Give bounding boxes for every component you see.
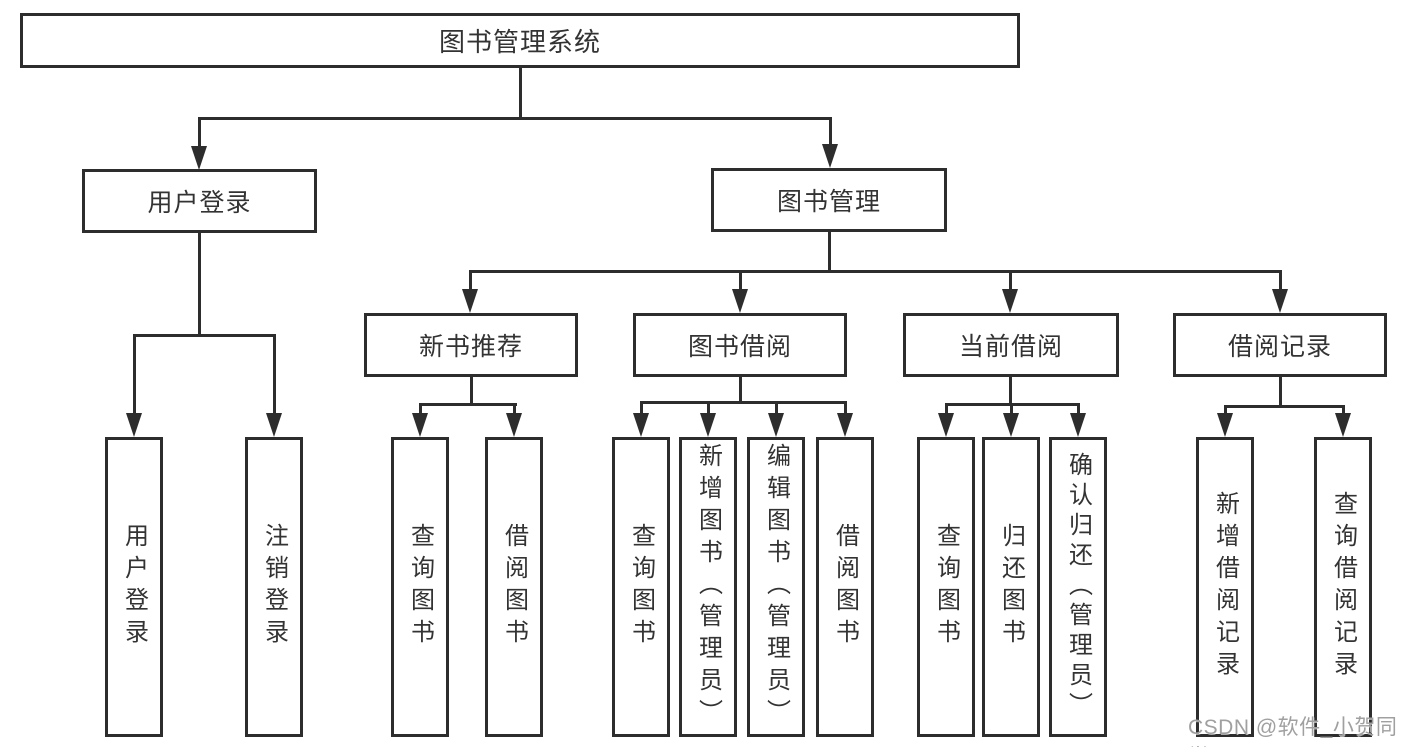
connector-line — [639, 401, 847, 404]
connector-line — [468, 270, 1282, 273]
connector-line — [1009, 403, 1013, 420]
connector-line — [1008, 377, 1012, 406]
node-library-management-system: 图书管理系统 — [20, 13, 1020, 68]
arrow-down-icon — [700, 413, 716, 437]
connector-line — [418, 403, 517, 406]
node-user-login: 用户登录 — [82, 169, 317, 233]
arrow-down-icon — [822, 144, 838, 168]
connector-line — [706, 401, 710, 420]
connector-line — [738, 377, 742, 404]
leaf-label: 归还图书 — [997, 523, 1025, 651]
node-label: 新书推荐 — [418, 333, 523, 361]
node-borrowing-records: 借阅记录 — [1173, 313, 1387, 377]
arrow-down-icon — [1217, 413, 1233, 437]
leaf-label: 编辑图书（管理员） — [762, 443, 790, 731]
connector-line — [738, 270, 742, 292]
connector-line — [418, 403, 422, 420]
node-book-borrowing: 图书借阅 — [633, 313, 847, 377]
connector-line — [512, 403, 516, 420]
leaf-query-borrow-record: 查询借阅记录 — [1314, 437, 1372, 737]
arrow-down-icon — [191, 146, 207, 170]
leaf-label: 查询图书 — [932, 523, 960, 651]
leaf-logout: 注销登录 — [245, 437, 303, 737]
connector-line — [774, 401, 778, 420]
leaf-user-login: 用户登录 — [105, 437, 163, 737]
leaf-confirm-return-admin: 确认归还（管理员） — [1049, 437, 1107, 737]
leaf-query-books-current: 查询图书 — [917, 437, 975, 737]
leaf-return-book: 归还图书 — [982, 437, 1040, 737]
connector-line — [843, 401, 847, 420]
arrow-down-icon — [837, 413, 853, 437]
connector-line — [197, 116, 832, 120]
leaf-borrow-books-borrow: 借阅图书 — [816, 437, 874, 737]
connector-line — [132, 333, 276, 337]
node-label: 借阅记录 — [1227, 333, 1332, 361]
connector-line — [944, 403, 948, 420]
connector-line — [1278, 377, 1282, 408]
leaf-query-books-recommend: 查询图书 — [391, 437, 449, 737]
leaf-label: 查询图书 — [627, 523, 655, 651]
arrow-down-icon — [506, 413, 522, 437]
leaf-borrow-books-recommend: 借阅图书 — [485, 437, 543, 737]
leaf-add-borrow-record: 新增借阅记录 — [1196, 437, 1254, 737]
leaf-label: 注销登录 — [260, 523, 288, 651]
connector-line — [1223, 405, 1227, 420]
arrow-down-icon — [1272, 289, 1288, 313]
node-new-book-recommend: 新书推荐 — [364, 313, 578, 377]
connector-line — [132, 333, 136, 422]
leaf-label: 查询借阅记录 — [1329, 491, 1357, 683]
connector-line — [639, 401, 643, 420]
node-label: 图书管理 — [776, 188, 881, 216]
node-label: 图书借阅 — [687, 333, 792, 361]
arrow-down-icon — [1335, 413, 1351, 437]
connector-line — [272, 333, 276, 422]
arrow-down-icon — [1003, 413, 1019, 437]
connector-line — [468, 270, 472, 292]
connector-line — [1278, 270, 1282, 292]
leaf-label: 新增图书（管理员） — [694, 443, 722, 731]
leaf-query-books-borrow: 查询图书 — [612, 437, 670, 737]
arrow-down-icon — [633, 413, 649, 437]
arrow-down-icon — [732, 289, 748, 313]
node-label: 用户登录 — [147, 189, 252, 217]
leaf-edit-book-admin: 编辑图书（管理员） — [747, 437, 805, 737]
connector-line — [469, 377, 473, 406]
connector-line — [1223, 405, 1345, 408]
connector-line — [197, 116, 201, 155]
arrow-down-icon — [768, 413, 784, 437]
leaf-add-book-admin: 新增图书（管理员） — [679, 437, 737, 737]
connector-line — [1341, 405, 1345, 420]
connector-line — [518, 68, 522, 118]
arrow-down-icon — [266, 413, 282, 437]
connector-line — [197, 233, 201, 336]
connector-line — [828, 116, 832, 153]
leaf-label: 借阅图书 — [500, 523, 528, 651]
arrow-down-icon — [938, 413, 954, 437]
node-current-borrowing: 当前借阅 — [903, 313, 1119, 377]
node-book-management: 图书管理 — [711, 168, 947, 232]
connector-line — [1008, 270, 1012, 292]
arrow-down-icon — [1002, 289, 1018, 313]
node-label: 图书管理系统 — [438, 27, 601, 57]
leaf-label: 查询图书 — [406, 523, 434, 651]
leaf-label: 确认归还（管理员） — [1064, 452, 1092, 722]
leaf-label: 用户登录 — [120, 523, 148, 651]
leaf-label: 新增借阅记录 — [1211, 491, 1239, 683]
node-label: 当前借阅 — [958, 333, 1063, 361]
leaf-label: 借阅图书 — [831, 523, 859, 651]
arrow-down-icon — [1070, 413, 1086, 437]
arrow-down-icon — [126, 413, 142, 437]
connector-line — [1076, 403, 1080, 420]
arrow-down-icon — [412, 413, 428, 437]
arrow-down-icon — [462, 289, 478, 313]
csdn-watermark: CSDN @软件_小贺同学 — [1188, 716, 1398, 747]
connector-line — [827, 232, 831, 273]
